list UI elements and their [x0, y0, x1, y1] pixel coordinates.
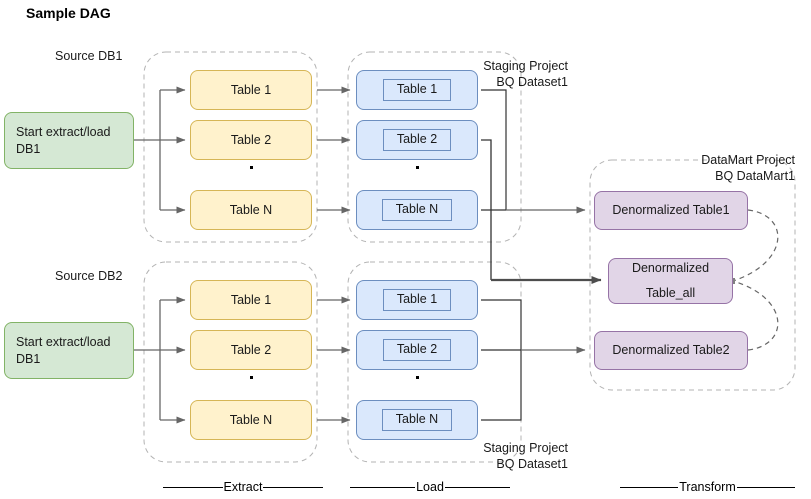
phase-rule-right	[444, 486, 510, 488]
container-extract-db1	[143, 51, 318, 243]
node-label: Table N	[229, 202, 273, 217]
phase-rule-right	[263, 486, 323, 488]
node-label-line1: Denormalized	[631, 261, 710, 276]
edge-l1t1-riser	[481, 89, 507, 210]
transform-denormalized-table-all[interactable]: Denormalized Table_all	[608, 258, 733, 304]
start-node-db2[interactable]: Start extract/load DB1	[4, 322, 134, 379]
load-db1-table-1[interactable]: Table 1	[356, 70, 478, 110]
label-staging-top-line2: BQ Dataset1	[496, 75, 568, 89]
extract-db2-table-n[interactable]: Table N	[190, 400, 312, 440]
phase-rule-left	[163, 486, 223, 488]
start-node-db1-label: Start extract/load DB1	[16, 124, 111, 156]
load-db2-table-n[interactable]: Table N	[356, 400, 478, 440]
phase-label-transform-text: Transform	[679, 480, 736, 494]
label-source-db2: Source DB2	[55, 269, 123, 283]
label-datamart-line1: DataMart Project	[701, 153, 795, 167]
label-staging-bottom-line1: Staging Project	[483, 441, 568, 455]
transform-denormalized-table2[interactable]: Denormalized Table2	[594, 331, 748, 370]
node-label: Table 2	[382, 129, 452, 151]
extract-db1-table-1[interactable]: Table 1	[190, 70, 312, 110]
edge-l2tn-riser	[481, 350, 522, 421]
node-label: Table 2	[230, 132, 272, 147]
load-db2-table-1[interactable]: Table 1	[356, 280, 478, 320]
node-label: Table N	[229, 412, 273, 427]
load-db1-table-2[interactable]: Table 2	[356, 120, 478, 160]
load-db2-table-2[interactable]: Table 2	[356, 330, 478, 370]
label-source-db1: Source DB1	[55, 49, 123, 63]
edge-dashed-table2-to-all	[732, 280, 779, 351]
extract-db1-table-2[interactable]: Table 2	[190, 120, 312, 160]
extract-db1-table-n[interactable]: Table N	[190, 190, 312, 230]
node-label: Table 1	[382, 79, 452, 101]
node-label: Denormalized Table2	[612, 343, 730, 358]
phase-label-transform: Transform	[620, 480, 795, 494]
node-label: Table N	[381, 409, 453, 431]
ellipsis-dot	[415, 166, 419, 169]
node-label: Table 2	[230, 342, 272, 357]
edge-dashed-table1-to-all	[732, 209, 779, 282]
phase-label-extract-text: Extract	[223, 480, 263, 494]
label-datamart-line2: BQ DataMart1	[715, 169, 795, 183]
node-label-line2: Table_all	[645, 286, 696, 300]
phase-rule-right	[736, 486, 795, 488]
start-node-db1[interactable]: Start extract/load DB1	[4, 112, 134, 169]
node-label: Table 1	[230, 292, 272, 307]
ellipsis-dot	[249, 376, 253, 379]
transform-denormalized-table1[interactable]: Denormalized Table1	[594, 191, 748, 230]
phase-rule-left	[350, 486, 416, 488]
container-datamart	[589, 159, 796, 391]
edge-l2t1-riser	[481, 299, 522, 350]
phase-label-load-text: Load	[416, 480, 444, 494]
node-label: Table 1	[382, 289, 452, 311]
page-title: Sample DAG	[26, 5, 111, 21]
extract-db2-table-1[interactable]: Table 1	[190, 280, 312, 320]
label-staging-bottom-line2: BQ Dataset1	[496, 457, 568, 471]
node-label: Table N	[381, 199, 453, 221]
phase-label-load: Load	[350, 480, 510, 494]
phase-label-extract: Extract	[163, 480, 323, 494]
container-load-db1	[347, 51, 522, 243]
ellipsis-dot	[249, 166, 253, 169]
start-node-db2-label: Start extract/load DB1	[16, 334, 111, 366]
container-load-db2	[347, 261, 522, 463]
phase-rule-left	[620, 486, 679, 488]
extract-db2-table-2[interactable]: Table 2	[190, 330, 312, 370]
edge-l1t2-down	[481, 139, 492, 280]
node-label: Table 1	[230, 82, 272, 97]
container-extract-db2	[143, 261, 318, 463]
load-db1-table-n[interactable]: Table N	[356, 190, 478, 230]
ellipsis-dot	[415, 376, 419, 379]
node-label: Denormalized Table1	[612, 203, 730, 218]
label-staging-top-line1: Staging Project	[483, 59, 568, 73]
node-label: Table 2	[382, 339, 452, 361]
